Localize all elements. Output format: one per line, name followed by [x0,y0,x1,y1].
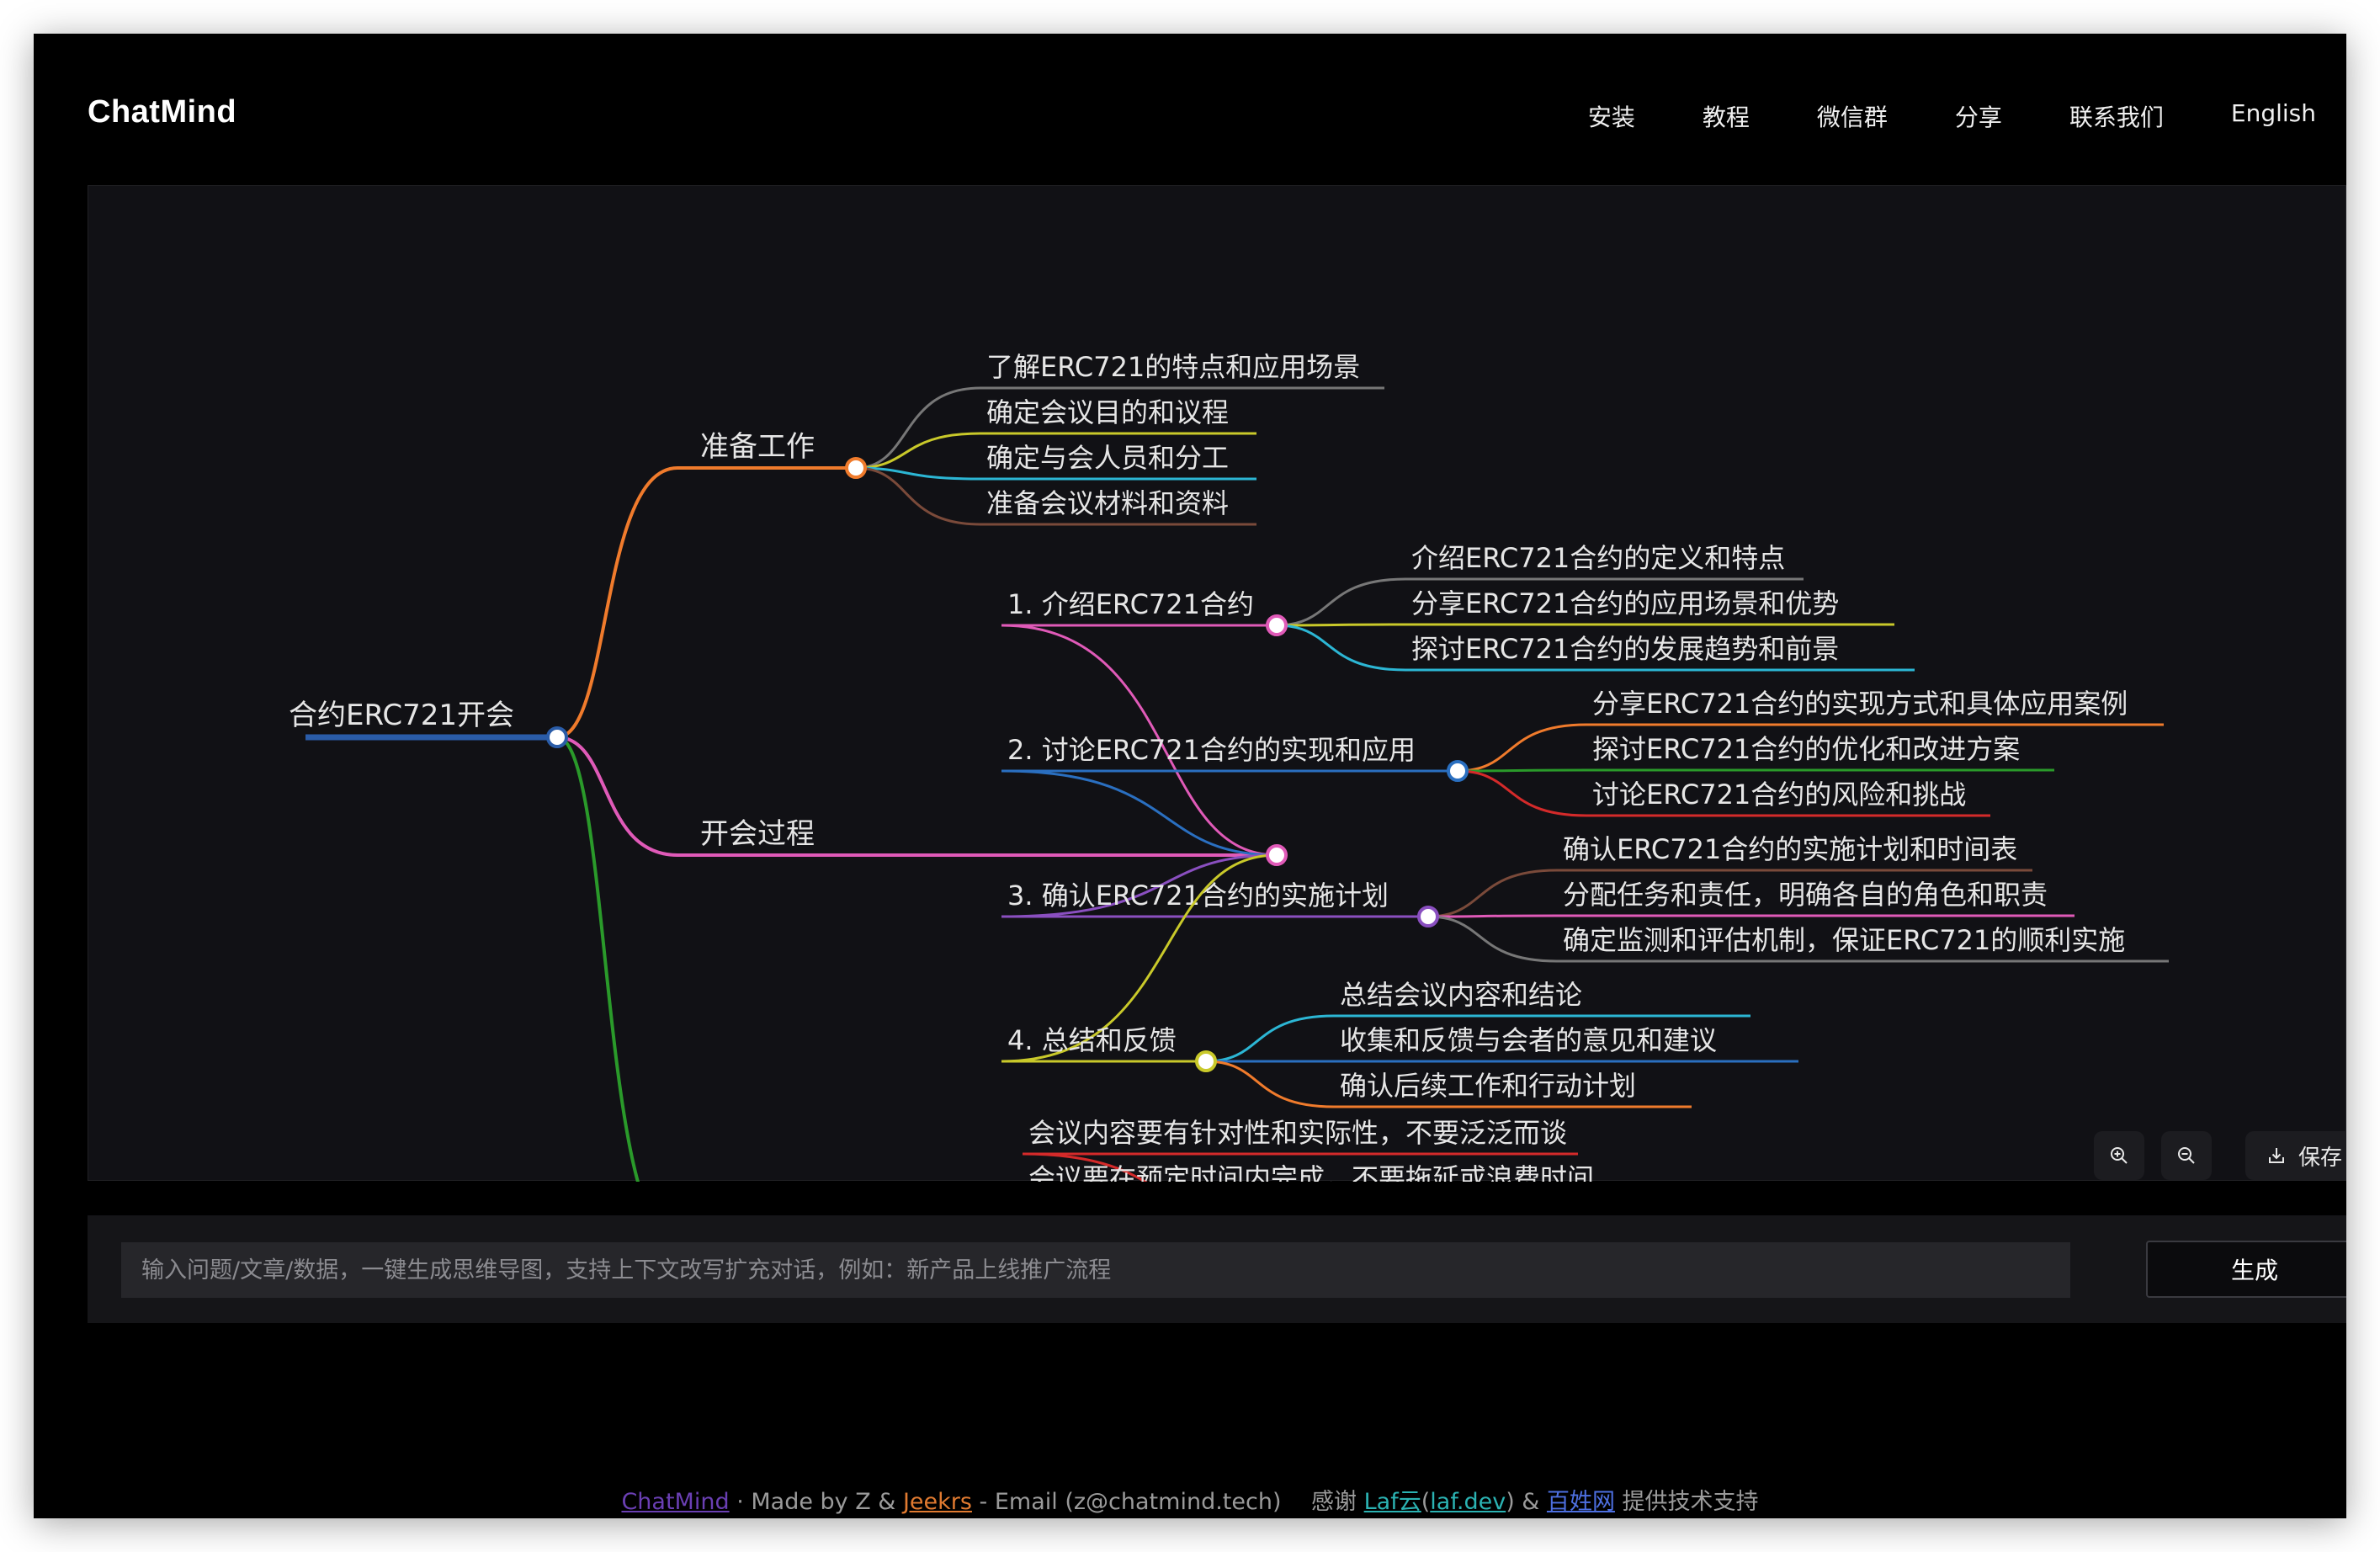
mindmap-node-l3[interactable]: 分享ERC721合约的应用场景和优势 [1411,587,1839,619]
app-window: ChatMind 安装 教程 微信群 分享 联系我们 English 合约ERC… [34,34,2346,1518]
zoom-in-button[interactable] [2094,1131,2144,1180]
footer-link-laf[interactable]: Laf云 [1363,1489,1421,1515]
mindmap-edge-l3 [1205,1014,1335,1063]
mindmap-node-dot[interactable] [1447,760,1469,782]
mindmap-node-dot[interactable] [1195,1050,1217,1072]
mindmap-edge-l2 [855,466,981,526]
mindmap-edge-l2 [855,432,981,470]
mindmap-edge-l1 [556,736,678,857]
mindmap-node-l3[interactable]: 总结会议内容和结论 [1340,979,1582,1011]
mindmap-node-l2[interactable]: 了解ERC721的特点和应用场景 [986,351,1360,383]
mindmap-node-l2[interactable]: 会议内容要有针对性和实际性，不要泛泛而谈 [1028,1117,1567,1149]
footer-link-chatmind[interactable]: ChatMind [621,1489,730,1515]
mindmap-node-dot[interactable] [845,457,867,479]
prompt-input[interactable] [121,1242,2070,1298]
mindmap-node-l3[interactable]: 探讨ERC721合约的优化和改进方案 [1592,733,2020,765]
mindmap-edge-l3 [1427,914,1558,918]
save-button[interactable]: 保存 [2245,1131,2346,1180]
mindmap-root-label[interactable]: 合约ERC721开会 [289,699,514,732]
mindmap-node-l1[interactable]: 开会过程 [700,817,815,851]
footer-paren-open: ( [1421,1489,1431,1515]
mindmap-node-l3[interactable]: 分配任务和责任，明确各自的角色和职责 [1563,879,2048,911]
mindmap-node-l3[interactable]: 探讨ERC721合约的发展趋势和前景 [1411,633,1839,665]
mindmap-edge-l2 [855,386,981,470]
mindmap-svg[interactable]: 合约ERC721开会准备工作了解ERC721的特点和应用场景确定会议目的和议程确… [88,186,2346,1182]
mindmap-node-l2[interactable]: 3. 确认ERC721合约的实施计划 [1007,880,1389,912]
nav-tutorial[interactable]: 教程 [1702,104,1750,131]
mindmap-node-l3[interactable]: 收集和反馈与会者的意见和建议 [1340,1024,1717,1056]
mindmap-edge-l2 [1001,853,1278,1063]
mindmap-node-l3[interactable]: 讨论ERC721合约的风险和挑战 [1592,779,1966,811]
mindmap-edge-l3 [1457,769,1587,817]
mindmap-edge-l3 [1276,624,1406,672]
zoom-out-icon [2178,1147,2195,1164]
mindmap-edge-l3 [1457,723,1587,773]
mindmap-edge-l2 [1001,624,1278,857]
mindmap-node-l2[interactable]: 4. 总结和反馈 [1007,1024,1177,1056]
mindmap-canvas[interactable]: 合约ERC721开会准备工作了解ERC721的特点和应用场景确定会议目的和议程确… [88,185,2346,1182]
zoom-in-icon [2111,1147,2128,1164]
mindmap-node-l3[interactable]: 确认后续工作和行动计划 [1340,1070,1636,1102]
nav-contact[interactable]: 联系我们 [2069,104,2164,131]
mindmap-node-l3[interactable]: 确定监测和评估机制，保证ERC721的顺利实施 [1563,924,2125,956]
input-panel: 生成 [88,1215,2346,1323]
save-label: 保存 [2298,1145,2342,1171]
mindmap-edge-l2 [855,466,981,481]
zoom-out-button[interactable] [2161,1131,2212,1180]
logo[interactable]: ChatMind [88,94,237,130]
top-nav: 安装 教程 微信群 分享 联系我们 English [1521,99,2316,133]
download-icon [2268,1148,2284,1163]
mindmap-edge-l2 [1001,853,1278,918]
mindmap-node-l3[interactable]: 介绍ERC721合约的定义和特点 [1411,542,1785,574]
mindmap-node-l2[interactable]: 1. 介绍ERC721合约 [1007,588,1254,620]
mindmap-node-l1[interactable]: 准备工作 [700,430,815,464]
mindmap-node-l2[interactable]: 准备会议材料和资料 [986,487,1229,519]
mindmap-node-l2[interactable]: 确定会议目的和议程 [986,396,1229,428]
mindmap-edge-l1 [556,466,678,739]
footer-paren-close: ) & [1506,1489,1547,1515]
mindmap-edge-l3 [1457,768,1587,773]
mindmap-edge-l1 [556,736,640,1182]
mindmap-edge-l3 [1276,577,1406,627]
generate-button[interactable]: 生成 [2146,1241,2346,1298]
footer-made-by: · Made by Z & [729,1489,903,1515]
mindmap-node-l3[interactable]: 分享ERC721合约的实现方式和具体应用案例 [1592,688,2128,720]
mindmap-edge-l3 [1205,1060,1335,1108]
footer-email: - Email (z@chatmind.tech) 感谢 [971,1489,1364,1515]
footer-link-baixing[interactable]: 百姓网 [1546,1489,1615,1515]
mindmap-node-dot[interactable] [1417,906,1439,927]
mindmap-node-l2[interactable]: 确定与会人员和分工 [986,442,1229,474]
nav-wechat-group[interactable]: 微信群 [1816,104,1888,131]
mindmap-edge-l3 [1427,915,1558,963]
mindmap-root-dot[interactable] [546,726,568,748]
mindmap-edge-l3 [1427,869,1558,918]
nav-english[interactable]: English [2230,99,2316,127]
mindmap-edge-l2 [1001,769,1278,857]
mindmap-node-l2[interactable]: 2. 讨论ERC721合约的实现和应用 [1007,734,1416,766]
mindmap-node-dot[interactable] [1266,844,1288,866]
mindmap-node-l3[interactable]: 确认ERC721合约的实施计划和时间表 [1563,833,2017,865]
footer: ChatMind · Made by Z & Jeekrs - Email (z… [34,1483,2346,1516]
nav-install[interactable]: 安装 [1587,104,1635,131]
footer-link-laf-dev[interactable]: laf.dev [1430,1489,1506,1515]
mindmap-node-dot[interactable] [1266,614,1288,636]
mindmap-node-l2[interactable]: 会议要在预定时间内完成，不要拖延或浪费时间 [1028,1162,1594,1182]
nav-share[interactable]: 分享 [1954,104,2002,131]
footer-support: 提供技术支持 [1614,1489,1759,1515]
footer-link-jeekrs[interactable]: Jeekrs [902,1489,972,1515]
mindmap-edge-l2 [1022,1152,1148,1182]
